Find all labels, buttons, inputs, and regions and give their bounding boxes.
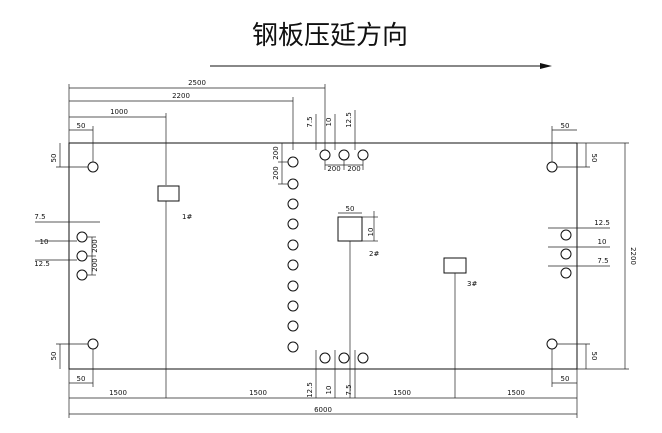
diagram-title: 钢板压延方向 [252,21,408,51]
top-7-5: 7.5 [306,116,314,127]
corner-50-d: 50 [590,154,598,163]
top-hole-group: 7.5 10 12.5 200 200 [306,110,369,173]
pad-3 [443,257,467,274]
left-200-b: 200 [91,258,99,271]
dim-2200-right: 2200 [577,142,637,370]
right-7-5: 7.5 [597,257,608,265]
seg-3: 1500 [393,389,411,397]
left-hole-group: 7.5 10 12.5 200 200 [34,213,100,281]
steel-plate-outline [68,142,578,370]
right-10: 10 [598,238,607,246]
corner-50-f: 50 [77,375,86,383]
rolling-direction-arrow [210,63,552,69]
dim-1000-label: 1000 [110,108,128,116]
corner-50-g: 50 [590,352,598,361]
right-12-5: 12.5 [594,219,610,227]
column-hole [287,156,299,168]
seg-1: 1500 [109,389,127,397]
corner-hole-br [546,338,558,350]
bottom-hole-group: 12.5 10 7.5 [306,350,369,398]
left-10: 10 [40,238,49,246]
dim-2200-top: 2200 [69,92,294,150]
seg-2: 1500 [249,389,267,397]
bottom-dims: 1500 1500 1500 1500 6000 [68,369,578,418]
top-200-a: 200 [327,165,340,173]
left-7-5: 7.5 [34,213,45,221]
top-200-b: 200 [347,165,360,173]
corner-50-a: 50 [77,122,86,130]
corner-hole-bl [87,338,99,350]
corner-50-c: 50 [561,122,570,130]
top-10: 10 [325,118,333,127]
dim-2500-label: 2500 [188,79,206,87]
mark-1: 1# [182,213,192,221]
dim-2500: 2500 [68,79,326,155]
mark-2: 2# [369,250,379,258]
corner-hole-tl [87,161,99,173]
left-200-a: 200 [91,239,99,252]
top-12-5: 12.5 [345,112,353,128]
corner-dims: 50 50 50 50 50 50 50 50 [50,122,598,387]
column-hole [287,198,299,210]
mark-3: 3# [467,280,477,288]
pad-2-dims: 50 10 [338,205,378,242]
pad-1 [157,185,180,202]
total-6000: 6000 [314,406,332,414]
dim-1000: 1000 [69,108,167,185]
hole-column: 200 200 [272,143,299,353]
bot-12-5: 12.5 [306,382,314,398]
dim-2200-right-label: 2200 [629,247,637,265]
plate2-50: 50 [346,205,355,213]
col-200-a: 200 [272,146,280,159]
bot-10: 10 [325,386,333,395]
column-hole [287,178,299,190]
corner-50-e: 50 [50,352,58,361]
corner-50-h: 50 [561,375,570,383]
left-12-5: 12.5 [34,260,50,268]
column-hole [287,239,299,251]
right-hole-group: 12.5 10 7.5 [548,219,610,279]
column-hole [287,280,299,292]
corner-hole-tr [546,161,558,173]
column-hole [287,341,299,353]
dim-2200-top-label: 2200 [172,92,190,100]
corner-50-b: 50 [50,154,58,163]
column-hole [287,259,299,271]
column-hole [287,300,299,312]
col-200-b: 200 [272,166,280,179]
plate2-10: 10 [367,228,375,237]
bot-7-5: 7.5 [345,384,353,395]
column-hole [287,218,299,230]
pad-2 [337,216,363,242]
column-hole [287,320,299,332]
seg-4: 1500 [507,389,525,397]
